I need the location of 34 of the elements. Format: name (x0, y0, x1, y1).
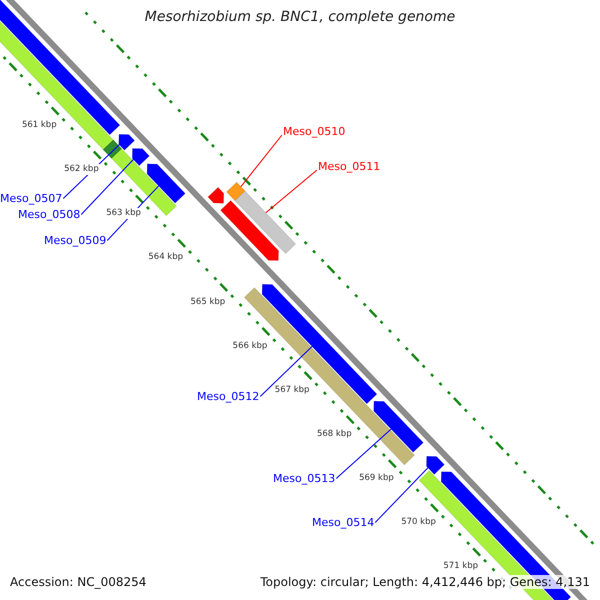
leader-line (374, 467, 428, 523)
scale-label: 567 kbp (274, 384, 310, 396)
scale-label: 570 kbp (400, 517, 437, 528)
scale-label: 564 kbp (147, 252, 184, 263)
gene-label: Meso_0510 (283, 126, 346, 137)
scale-label: 561 kbp (20, 120, 58, 131)
gene-block (426, 456, 445, 475)
gene-block (146, 164, 186, 204)
gene-label: Meso_0511 (318, 161, 380, 172)
leader-line (240, 134, 282, 188)
gene-label: Meso_0508 (18, 209, 80, 220)
gene-label: Meso_0509 (44, 235, 106, 246)
leader-line (260, 346, 313, 397)
leader-line (336, 428, 392, 479)
leader-line (265, 170, 318, 214)
gene-block (118, 134, 135, 150)
accession-text: Accession: NC_008254 (10, 575, 146, 589)
scale-label: 563 kbp (105, 208, 142, 219)
scale-label: 571 kbp (442, 561, 480, 572)
gene-label: Meso_0512 (197, 391, 260, 402)
gene-block (234, 190, 296, 254)
scale-label: 568 kbp (316, 428, 353, 440)
gene-block (132, 148, 150, 166)
leader-line (80, 158, 134, 215)
genome-info-text: Topology: circular; Length: 4,412,446 bp; Genes: 4,131 (258, 575, 592, 589)
scale-label: 562 kbp (63, 164, 100, 175)
gene-block (373, 400, 424, 453)
gene-label: Meso_0507 (0, 193, 62, 204)
scale-label: 566 kbp (232, 340, 268, 352)
scale-label: 565 kbp (190, 296, 226, 308)
scale-label: 569 kbp (358, 472, 395, 484)
gene-label: Meso_0514 (312, 517, 374, 528)
gene-label: Meso_0513 (273, 473, 336, 484)
diagram-title: Mesorhizobium sp. BNC1, complete genome (144, 10, 456, 24)
